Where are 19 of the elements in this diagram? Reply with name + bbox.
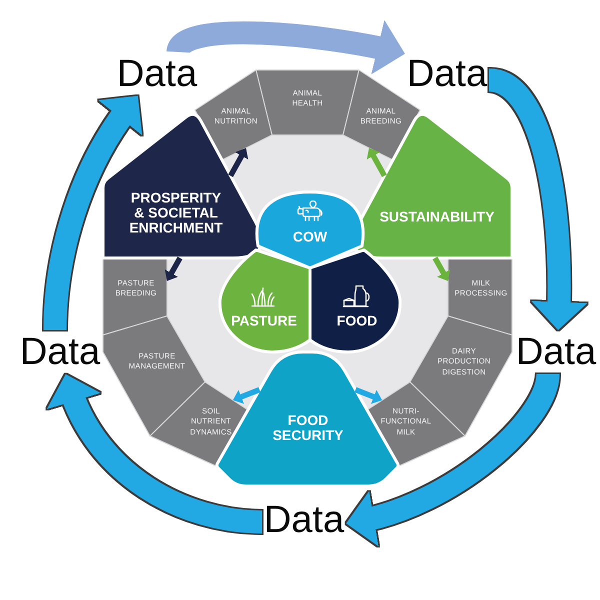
lobe-label: PASTURE — [231, 314, 297, 328]
curved-arrow — [346, 372, 560, 546]
lobe-label: FOOD — [336, 314, 378, 328]
arrow — [366, 148, 387, 178]
arrow — [164, 256, 182, 281]
arrow — [354, 387, 382, 404]
lobe-label: COW — [292, 230, 328, 244]
arrow — [228, 148, 248, 178]
curved-arrow — [486, 68, 587, 330]
pillar-label: SUSTAINABILITY — [380, 210, 494, 224]
data-label: Data — [406, 52, 488, 96]
data-label: Data — [514, 330, 598, 374]
pillar-label: PROSPERITY & SOCIETAL ENRICHMENT — [128, 190, 224, 236]
pillar-label: FOOD SECURITY — [272, 413, 344, 443]
data-label: Data — [18, 330, 102, 374]
arrow — [432, 256, 450, 281]
arrow — [232, 387, 260, 404]
data-label: Data — [116, 52, 198, 96]
data-label: Data — [262, 498, 346, 542]
